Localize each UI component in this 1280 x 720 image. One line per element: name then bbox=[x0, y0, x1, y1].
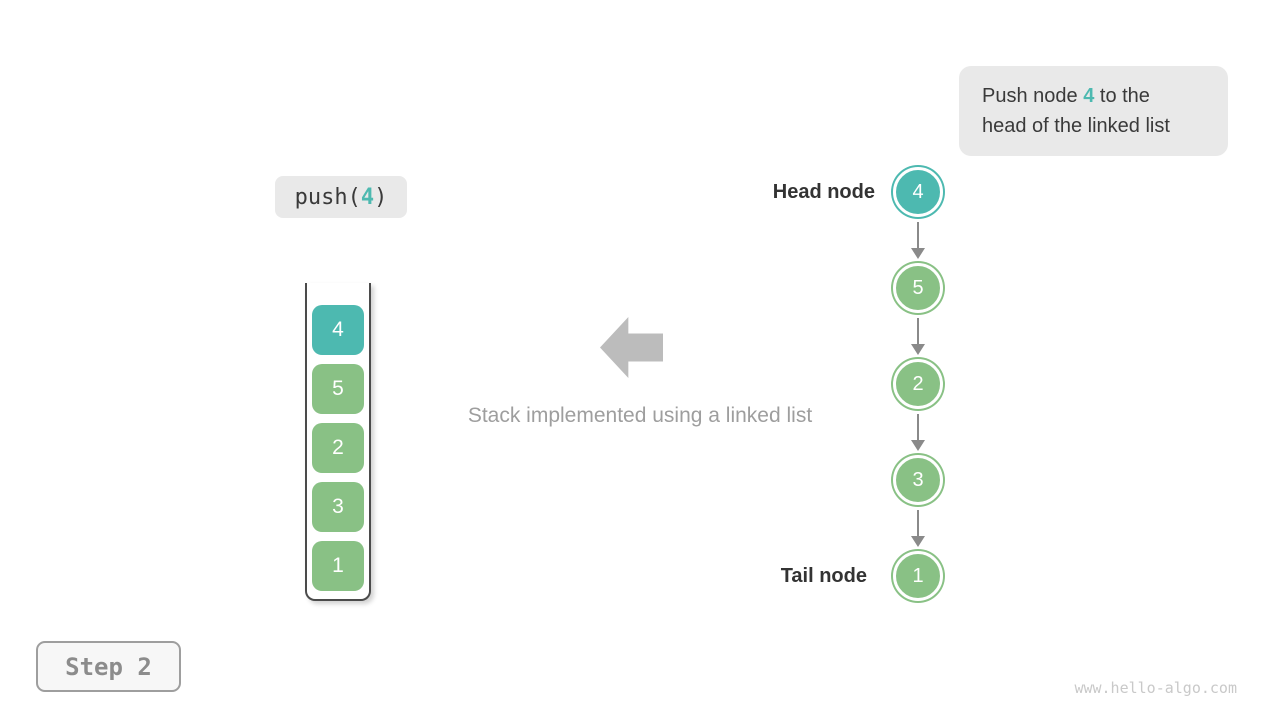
linked-list-node: 5 bbox=[893, 263, 943, 313]
stack-item: 5 bbox=[312, 364, 364, 414]
tail-node-label: Tail node bbox=[780, 565, 867, 587]
push-label-prefix: push( bbox=[294, 184, 361, 210]
stack-container: 4 5 2 3 1 bbox=[305, 283, 371, 601]
push-label-value: 4 bbox=[360, 184, 375, 210]
step-badge: Step 2 bbox=[36, 641, 181, 692]
stack-item-bottom: 1 bbox=[312, 541, 364, 591]
head-node-label: Head node bbox=[772, 181, 875, 203]
stack-item-top: 4 bbox=[312, 305, 364, 355]
left-block-arrow-icon bbox=[600, 317, 663, 378]
callout-bubble: Push node 4 to the head of the linked li… bbox=[959, 66, 1228, 156]
site-watermark: www.hello-algo.com bbox=[1074, 679, 1237, 697]
down-arrow-icon bbox=[911, 510, 925, 547]
stack-item: 3 bbox=[312, 482, 364, 532]
down-arrow-icon bbox=[911, 222, 925, 259]
linked-list-node-head: 4 bbox=[893, 167, 943, 217]
callout-highlight-value: 4 bbox=[1083, 85, 1095, 107]
callout-text-line1: Push node 4 to the bbox=[982, 85, 1150, 107]
push-operation-label: push(4) bbox=[275, 176, 407, 218]
down-arrow-icon bbox=[911, 414, 925, 451]
stack-item: 2 bbox=[312, 423, 364, 473]
linked-list-node: 2 bbox=[893, 359, 943, 409]
down-arrow-icon bbox=[911, 318, 925, 355]
linked-list-node-tail: 1 bbox=[893, 551, 943, 601]
push-label-suffix: ) bbox=[374, 184, 388, 210]
diagram-caption: Stack implemented using a linked list bbox=[467, 404, 813, 427]
callout-text-line2: head of the linked list bbox=[982, 115, 1170, 137]
linked-list-node: 3 bbox=[893, 455, 943, 505]
